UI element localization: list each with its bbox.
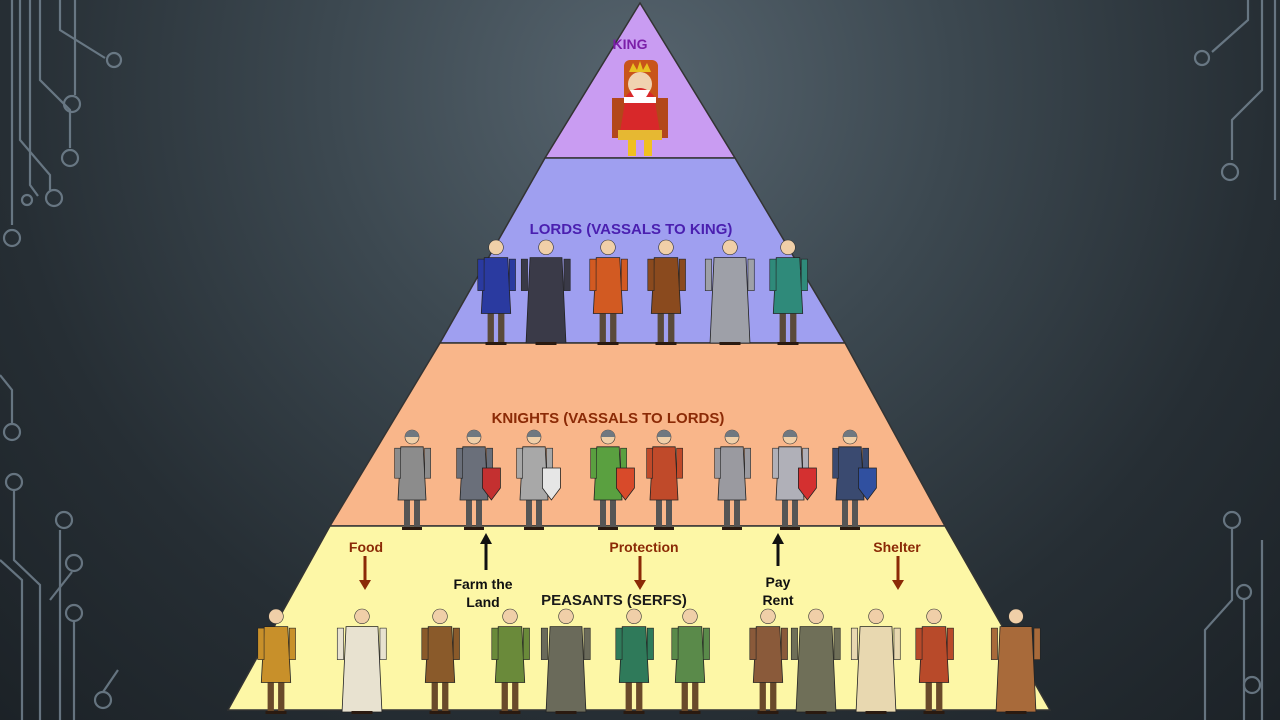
lords-figures bbox=[477, 239, 808, 345]
peasant-figure bbox=[850, 608, 901, 714]
peasant-figure bbox=[421, 608, 460, 714]
lords-label: LORDS (VASSALS TO KING) bbox=[529, 221, 733, 238]
lord-figure bbox=[647, 239, 686, 345]
lord-figure bbox=[520, 239, 571, 345]
peasant-figure bbox=[615, 608, 654, 714]
lord-figure bbox=[769, 239, 808, 345]
food-label: Food bbox=[348, 539, 384, 555]
knight-figure bbox=[456, 429, 501, 530]
knight-figure bbox=[646, 429, 683, 530]
peasant-figure bbox=[915, 608, 954, 714]
knight-figure bbox=[516, 429, 561, 530]
farm-the-land-label: Farm the Land bbox=[453, 576, 512, 611]
peasant-figure bbox=[336, 608, 387, 714]
lord-figure bbox=[477, 239, 516, 345]
pay-rent-label: Pay Rent bbox=[762, 574, 793, 609]
king-figure bbox=[612, 60, 668, 156]
protection-label: Protection bbox=[609, 539, 679, 555]
peasant-figure bbox=[671, 608, 710, 714]
king-label: KING bbox=[612, 36, 648, 52]
knight-figure bbox=[714, 429, 751, 530]
knights-figures bbox=[394, 429, 877, 530]
peasant-figure bbox=[540, 608, 591, 714]
lord-figure bbox=[589, 239, 628, 345]
pay-line-2: Rent bbox=[762, 591, 794, 608]
knights-label: KNIGHTS (VASSALS TO LORDS) bbox=[491, 410, 725, 427]
peasant-figure bbox=[790, 608, 841, 714]
peasant-figure bbox=[749, 608, 788, 714]
lord-figure bbox=[704, 239, 755, 345]
peasant-figure bbox=[491, 608, 530, 714]
pay-line-1: Pay bbox=[765, 574, 791, 590]
shelter-label: Shelter bbox=[873, 539, 921, 555]
peasants-figures bbox=[257, 608, 1041, 714]
relation-arrows bbox=[359, 533, 904, 590]
knight-figure bbox=[772, 429, 817, 530]
knight-figure bbox=[394, 429, 431, 530]
peasant-figure bbox=[257, 608, 296, 714]
peasant-figure bbox=[990, 608, 1041, 714]
farm-line-1: Farm the bbox=[453, 576, 513, 592]
peasants-label: PEASANTS (SERFS) bbox=[541, 592, 687, 609]
knight-figure bbox=[590, 429, 635, 530]
knight-figure bbox=[832, 429, 877, 530]
farm-line-2: Land bbox=[466, 593, 500, 610]
